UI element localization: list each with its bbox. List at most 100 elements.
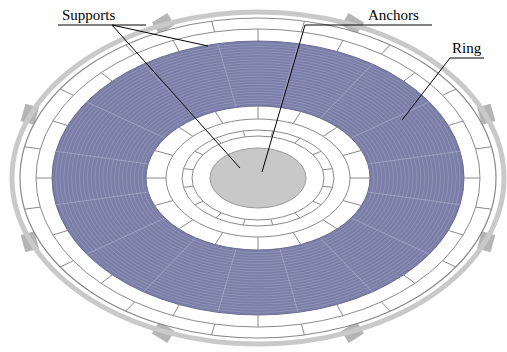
support-spoke	[60, 89, 73, 95]
ring-groove	[111, 82, 406, 275]
support-spoke	[293, 111, 301, 123]
support-spoke	[215, 111, 223, 123]
support-spoke	[146, 178, 166, 179]
support-spoke	[343, 201, 361, 206]
ring-groove	[95, 71, 421, 285]
ring-seam	[368, 151, 460, 164]
ring-band	[52, 41, 464, 315]
support-spoke	[295, 213, 301, 218]
support-spoke	[323, 127, 337, 136]
support-spoke	[183, 186, 193, 187]
support-spoke	[337, 305, 343, 316]
ring-seam	[280, 249, 298, 313]
support-spoke	[404, 73, 415, 81]
ring-seam	[87, 218, 165, 254]
support-spoke	[258, 106, 259, 119]
support-spoke	[258, 29, 259, 41]
leader-lines	[58, 25, 484, 172]
outer-frame	[20, 18, 496, 338]
support-spoke	[243, 131, 245, 137]
ring-groove	[64, 49, 453, 307]
ring-groove	[142, 103, 374, 252]
ring-seam	[87, 102, 165, 138]
ring-groove	[103, 76, 413, 280]
ring-groove	[115, 84, 402, 271]
support-spoke	[448, 230, 463, 235]
ring-seam	[351, 218, 429, 254]
ring-groove	[99, 74, 417, 283]
support-spoke	[173, 305, 179, 316]
ring-groove	[56, 44, 460, 313]
support-spoke	[448, 121, 463, 126]
support-spoke	[443, 89, 456, 95]
support-spoke	[216, 213, 222, 218]
ring-seam	[56, 192, 148, 205]
support-spoke	[195, 201, 203, 204]
support-spoke	[323, 186, 333, 187]
ring-groove	[130, 95, 385, 261]
ring-groove	[76, 57, 441, 299]
ring-groove	[138, 101, 378, 256]
support-spoke	[60, 261, 73, 267]
underline	[305, 25, 432, 26]
leader-line	[402, 58, 450, 120]
support-spoke	[25, 147, 41, 149]
support-spoke	[271, 219, 273, 225]
support-spoke	[183, 169, 193, 170]
ring-groove	[68, 52, 449, 304]
support-spoke	[301, 324, 304, 335]
support-spoke	[53, 121, 68, 126]
ring-grooves	[56, 44, 460, 313]
ring-groove	[134, 98, 382, 258]
anchor-tabs	[21, 13, 496, 343]
support-spoke	[381, 45, 390, 54]
ring-groove	[123, 90, 394, 267]
support-spoke	[323, 220, 337, 229]
support-spoke	[258, 237, 259, 250]
support-spoke	[101, 275, 112, 283]
support-spoke	[179, 220, 193, 229]
support-spoke	[195, 151, 203, 154]
support-spokes	[25, 21, 492, 335]
part-label: Ring	[452, 39, 481, 57]
underline	[58, 25, 146, 26]
support-spoke	[323, 169, 333, 170]
support-spoke	[381, 302, 390, 311]
leader-line	[262, 25, 305, 172]
support-spoke	[476, 207, 492, 209]
ring-seam	[144, 238, 196, 292]
support-spoke	[155, 201, 173, 206]
support-spoke	[476, 147, 492, 149]
ring-seam	[56, 151, 148, 164]
ring-seam	[320, 64, 372, 118]
support-spoke	[53, 230, 68, 235]
ring-groove	[119, 87, 398, 269]
support-spoke	[464, 178, 480, 179]
support-spoke	[293, 233, 301, 245]
support-spoke	[343, 150, 361, 155]
inner-support-ring	[192, 136, 324, 220]
support-spoke	[212, 21, 215, 32]
support-spoke	[215, 233, 223, 245]
support-spoke	[36, 178, 52, 179]
ring-inner-edge	[146, 106, 370, 250]
support-spoke	[25, 207, 41, 209]
ring-groove	[72, 55, 445, 302]
part-label: Supports	[62, 6, 115, 24]
inner-support-ring	[182, 130, 334, 226]
support-spoke	[173, 40, 179, 51]
ring-seam	[280, 44, 298, 108]
ring-seam	[351, 102, 429, 138]
support-spoke	[126, 302, 135, 311]
support-spoke	[212, 324, 215, 335]
ring-groove	[79, 60, 436, 296]
support-spoke	[295, 138, 301, 143]
outer-support-ring	[36, 29, 480, 327]
support-spoke	[313, 201, 321, 204]
support-spoke	[243, 219, 245, 225]
support-spoke	[350, 178, 370, 179]
leader-line	[112, 25, 208, 46]
ring-seam	[218, 44, 236, 108]
